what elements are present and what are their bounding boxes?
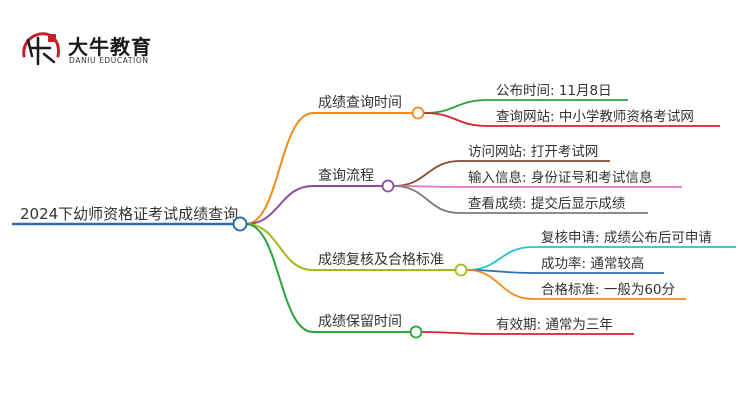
branch-topic: 查询流程 [318, 168, 374, 184]
leaf-topic: 成功率: 通常较高 [541, 255, 644, 272]
leaf-topic: 公布时间: 11月8日 [496, 83, 612, 99]
leaf-connector [393, 160, 461, 187]
leaf-connector [466, 269, 534, 300]
leaf-connector [393, 185, 461, 214]
branch-topic: 成绩查询时间 [318, 95, 402, 111]
root-node-circle [232, 216, 248, 232]
leaf-topic: 查询网站: 中小学教师资格考试网 [496, 109, 694, 125]
branch-node-circle [454, 263, 468, 277]
branch-topic: 成绩保留时间 [318, 314, 402, 330]
leaf-topic: 有效期: 通常为三年 [496, 317, 613, 333]
leaf-connector [423, 112, 489, 127]
leaf-topic: 复核申请: 成绩公布后可申请 [541, 229, 712, 246]
brand-name-en: DANIU EDUCATION [69, 56, 149, 65]
branch-connector [245, 185, 314, 225]
leaf-topic: 查看成绩: 提交后显示成绩 [468, 195, 626, 212]
branch-node-circle [411, 106, 425, 120]
daniu-logo-icon [22, 32, 60, 66]
leaf-topic: 访问网站: 打开考试网 [468, 143, 598, 160]
brand-name: 大牛教育 [68, 35, 152, 59]
root-topic: 2024下幼师资格证考试成绩查询 [20, 205, 238, 223]
leaf-connector [466, 246, 534, 271]
leaf-topic: 输入信息: 身份证号和考试信息 [468, 169, 652, 186]
leaf-topic: 合格标准: 一般为60分 [541, 282, 675, 298]
branch-node-circle [381, 179, 395, 193]
branch-topic: 成绩复核及合格标准 [318, 251, 444, 268]
brand-logo: 大牛教育 DANIU EDUCATION [18, 26, 158, 72]
leaf-connector [421, 331, 489, 335]
branch-connector [245, 223, 314, 333]
branch-connector [245, 223, 314, 271]
branch-connector [245, 112, 314, 225]
leaf-connector [423, 99, 489, 114]
branch-node-circle [409, 325, 423, 339]
